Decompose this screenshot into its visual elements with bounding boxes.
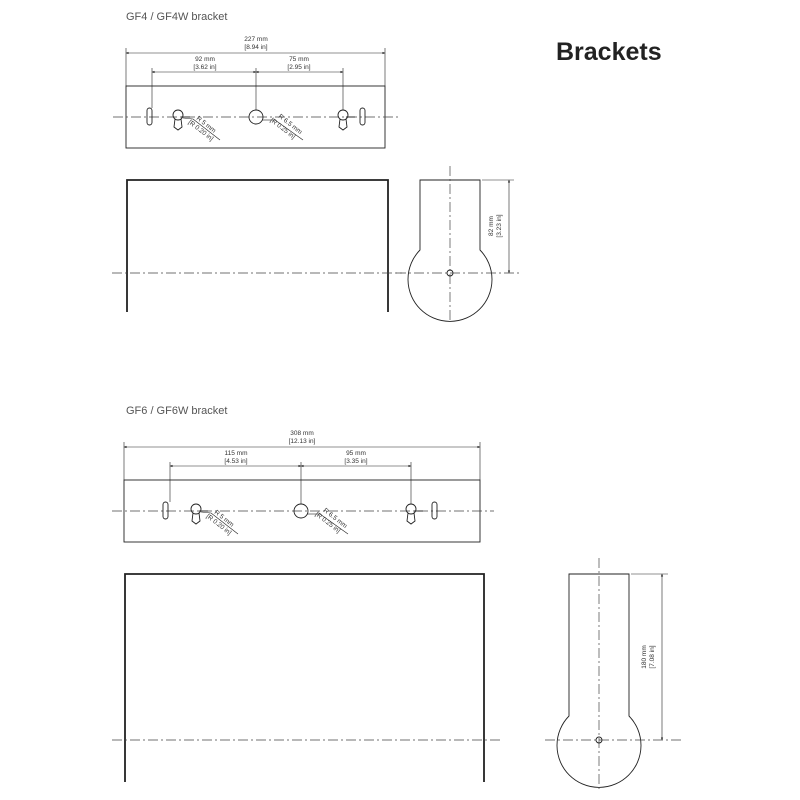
- gf6-right-mm: 95 mm: [346, 450, 366, 457]
- gf4-height-labels: 82 mm [3.23 in]: [488, 214, 503, 237]
- gf6-side-hole: [595, 736, 603, 744]
- gf6-keyhole-right: [405, 503, 423, 525]
- gf4-front-profile: [126, 179, 389, 312]
- gf6-front-profile: [124, 573, 485, 782]
- gf6-keyhole-left: [190, 503, 208, 525]
- gf4-slot-left: [146, 107, 153, 126]
- gf4-height-mm: 82 mm: [488, 216, 495, 236]
- gf6-left-mm: 115 mm: [225, 450, 248, 457]
- gf6-right-in: [3.35 in]: [344, 458, 367, 465]
- gf4-height-in: [3.23 in]: [496, 214, 503, 237]
- gf6-side-view: [545, 558, 684, 792]
- gf6-overall-mm: 308 mm: [290, 430, 313, 437]
- gf4-keyhole-right: [337, 109, 355, 131]
- gf6-top-labels: 308 mm [12.13 in] 115 mm [4.53 in] 95 mm…: [224, 430, 367, 465]
- gf6-slot-right: [431, 501, 438, 520]
- gf4-left-mm: 92 mm: [195, 56, 215, 63]
- page-title: Brackets: [556, 38, 662, 66]
- gf6-radius-labels: R 5 mm [R 0.20 in] R 6.5 mm [R 0.25 in]: [205, 507, 349, 537]
- gf4-front-view: [112, 179, 402, 312]
- gf4-top-view: [113, 48, 398, 149]
- gf6-height-mm: 180 mm: [641, 645, 648, 668]
- gf4-overall-mm: 227 mm: [244, 36, 267, 43]
- gf6-overall-in: [12.13 in]: [289, 438, 316, 445]
- gf4-slot-right: [359, 107, 366, 126]
- gf4-top-labels: 227 mm [8.94 in] 92 mm [3.62 in] 75 mm […: [193, 36, 310, 71]
- gf6-slot-left: [162, 501, 169, 520]
- gf4-overall-in: [8.94 in]: [244, 44, 267, 51]
- gf4-side-profile: [407, 179, 493, 322]
- gf4-right-mm: 75 mm: [289, 56, 309, 63]
- gf4-radius-labels: R 5 mm [R 0.20 in] R 6.5 mm [R 0.25 in]: [187, 113, 304, 143]
- gf6-section-title: GF6 / GF6W bracket: [126, 405, 228, 417]
- gf6-height-labels: 180 mm [7.08 in]: [641, 645, 656, 668]
- gf4-side-view: [396, 166, 520, 322]
- gf6-height-in: [7.08 in]: [649, 645, 656, 668]
- gf4-side-hole: [446, 269, 454, 277]
- gf4-left-in: [3.62 in]: [193, 64, 216, 71]
- gf6-left-in: [4.53 in]: [224, 458, 247, 465]
- gf4-right-in: [2.95 in]: [287, 64, 310, 71]
- gf6-top-view: [112, 442, 494, 543]
- gf4-section-title: GF4 / GF4W bracket: [126, 11, 228, 23]
- gf6-front-view: [112, 573, 500, 782]
- gf4-keyhole-left: [172, 109, 190, 131]
- gf6-side-profile: [556, 573, 642, 788]
